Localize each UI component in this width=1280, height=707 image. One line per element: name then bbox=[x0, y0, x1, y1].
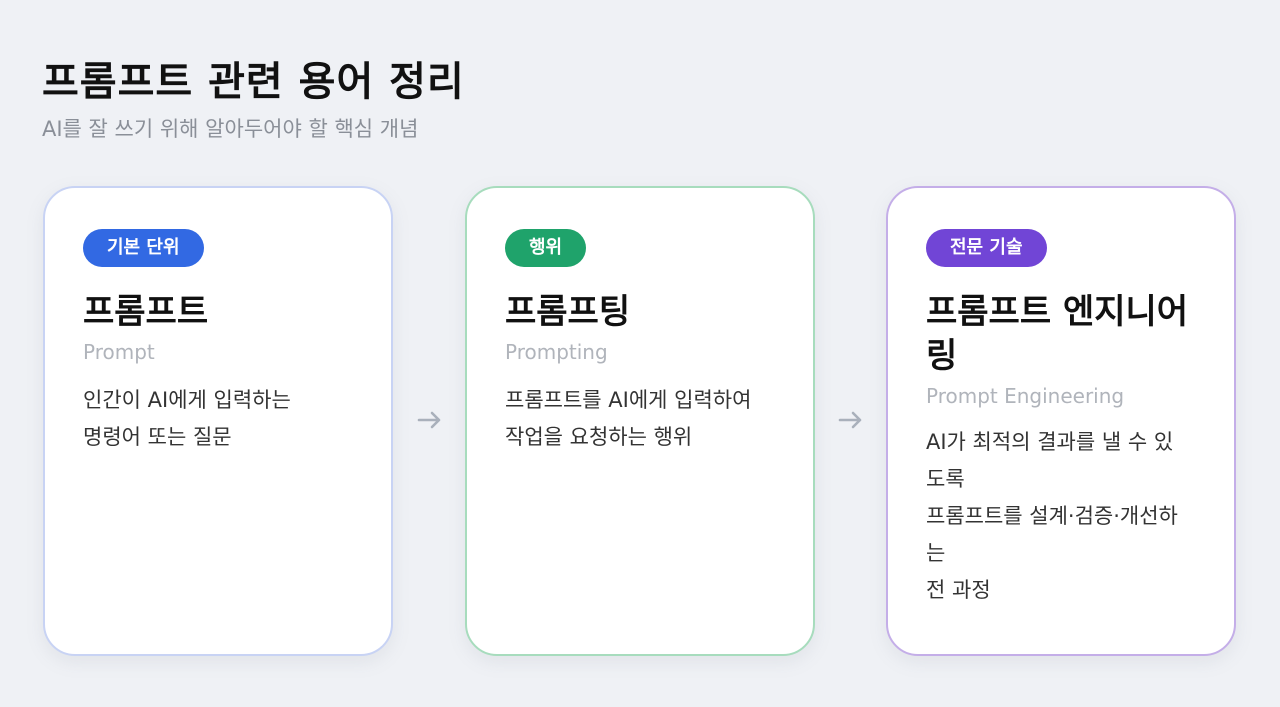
arrow-right-icon bbox=[836, 405, 866, 435]
description-line: 는 bbox=[926, 541, 946, 565]
term-title: 프롬프팅 bbox=[505, 292, 631, 332]
page-subtitle: AI를 잘 쓰기 위해 알아두어야 할 핵심 개념 bbox=[42, 117, 419, 141]
term-card-prompt-engineering: 전문 기술 프롬프트 엔지니어링 Prompt Engineering AI가 … bbox=[886, 186, 1236, 656]
term-description: 인간이 AI에게 입력하는 명령어 또는 질문 bbox=[83, 382, 355, 456]
page-title: 프롬프트 관련 용어 정리 bbox=[42, 59, 465, 105]
category-badge: 기본 단위 bbox=[83, 229, 204, 267]
term-title: 프롬프트 bbox=[83, 292, 209, 332]
term-english: Prompt bbox=[83, 340, 155, 364]
category-badge: 행위 bbox=[505, 229, 587, 267]
term-card-prompting: 행위 프롬프팅 Prompting 프롬프트를 AI에게 입력하여 작업을 요청… bbox=[465, 186, 815, 656]
description-line: 프롬프트를 AI에게 입력하여 bbox=[505, 388, 752, 412]
category-badge: 전문 기술 bbox=[926, 229, 1047, 267]
term-english: Prompting bbox=[505, 340, 608, 364]
description-line: 작업을 요청하는 행위 bbox=[505, 425, 693, 449]
term-english: Prompt Engineering bbox=[926, 384, 1125, 408]
description-line: 프롬프트를 설계·검증·개선하 bbox=[926, 504, 1178, 528]
term-description: 프롬프트를 AI에게 입력하여 작업을 요청하는 행위 bbox=[505, 382, 777, 456]
description-line: 도록 bbox=[926, 467, 965, 491]
description-line: 명령어 또는 질문 bbox=[83, 425, 232, 449]
description-line: 전 과정 bbox=[926, 578, 991, 602]
term-title: 프롬프트 엔지니어링 bbox=[926, 292, 1189, 376]
term-description: AI가 최적의 결과를 낼 수 있 도록 프롬프트를 설계·검증·개선하 는 전… bbox=[926, 424, 1198, 609]
description-line: AI가 최적의 결과를 낼 수 있 bbox=[926, 430, 1174, 454]
description-line: 인간이 AI에게 입력하는 bbox=[83, 388, 291, 412]
arrow-right-icon bbox=[415, 405, 445, 435]
term-card-prompt: 기본 단위 프롬프트 Prompt 인간이 AI에게 입력하는 명령어 또는 질… bbox=[43, 186, 393, 656]
